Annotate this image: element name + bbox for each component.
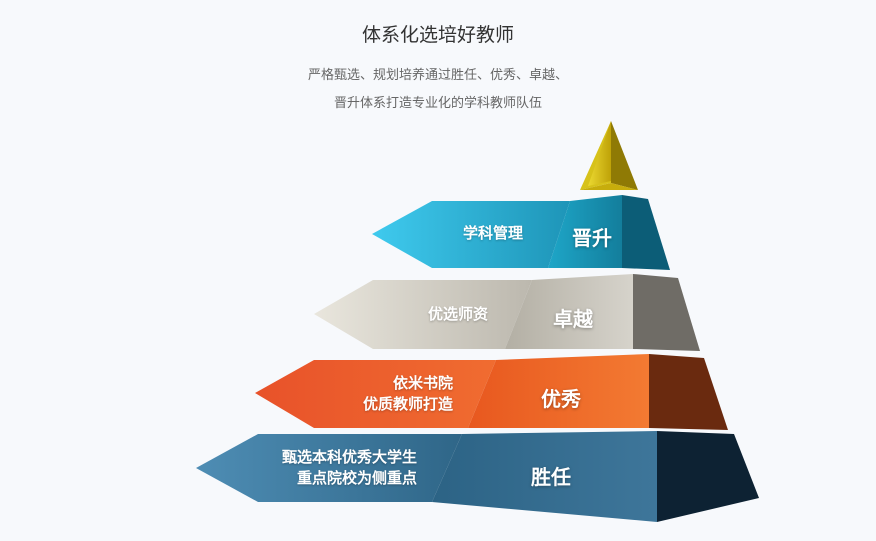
- subtitle-line-1: 严格甄选、规划培养通过胜任、优秀、卓越、: [307, 68, 568, 83]
- tier-promotion-label: 晋升: [572, 226, 612, 250]
- tier-promotion-arrow-text: 学科管理: [462, 224, 523, 242]
- tier-outstanding-arrow-text: 依米书院 优质教师打造: [362, 374, 453, 413]
- tier-outstanding: [255, 354, 728, 430]
- tier-excellence-label: 卓越: [553, 307, 593, 331]
- tier-excellence-arrow-text: 优选师资: [427, 305, 488, 323]
- tier-outstanding-label: 优秀: [541, 387, 581, 411]
- tier-excellence: [314, 274, 700, 351]
- tier-competent: [196, 431, 759, 522]
- subtitle-line-2: 晋升体系打造专业化的学科教师队伍: [333, 96, 542, 111]
- tier-competent-arrow-text: 甄选本科优秀大学生 重点院校为侧重点: [281, 448, 417, 487]
- tier-competent-label: 胜任: [531, 465, 571, 489]
- page-title: 体系化选培好教师: [361, 24, 514, 46]
- pyramid-apex: [580, 121, 638, 190]
- tier-promotion: [372, 195, 670, 270]
